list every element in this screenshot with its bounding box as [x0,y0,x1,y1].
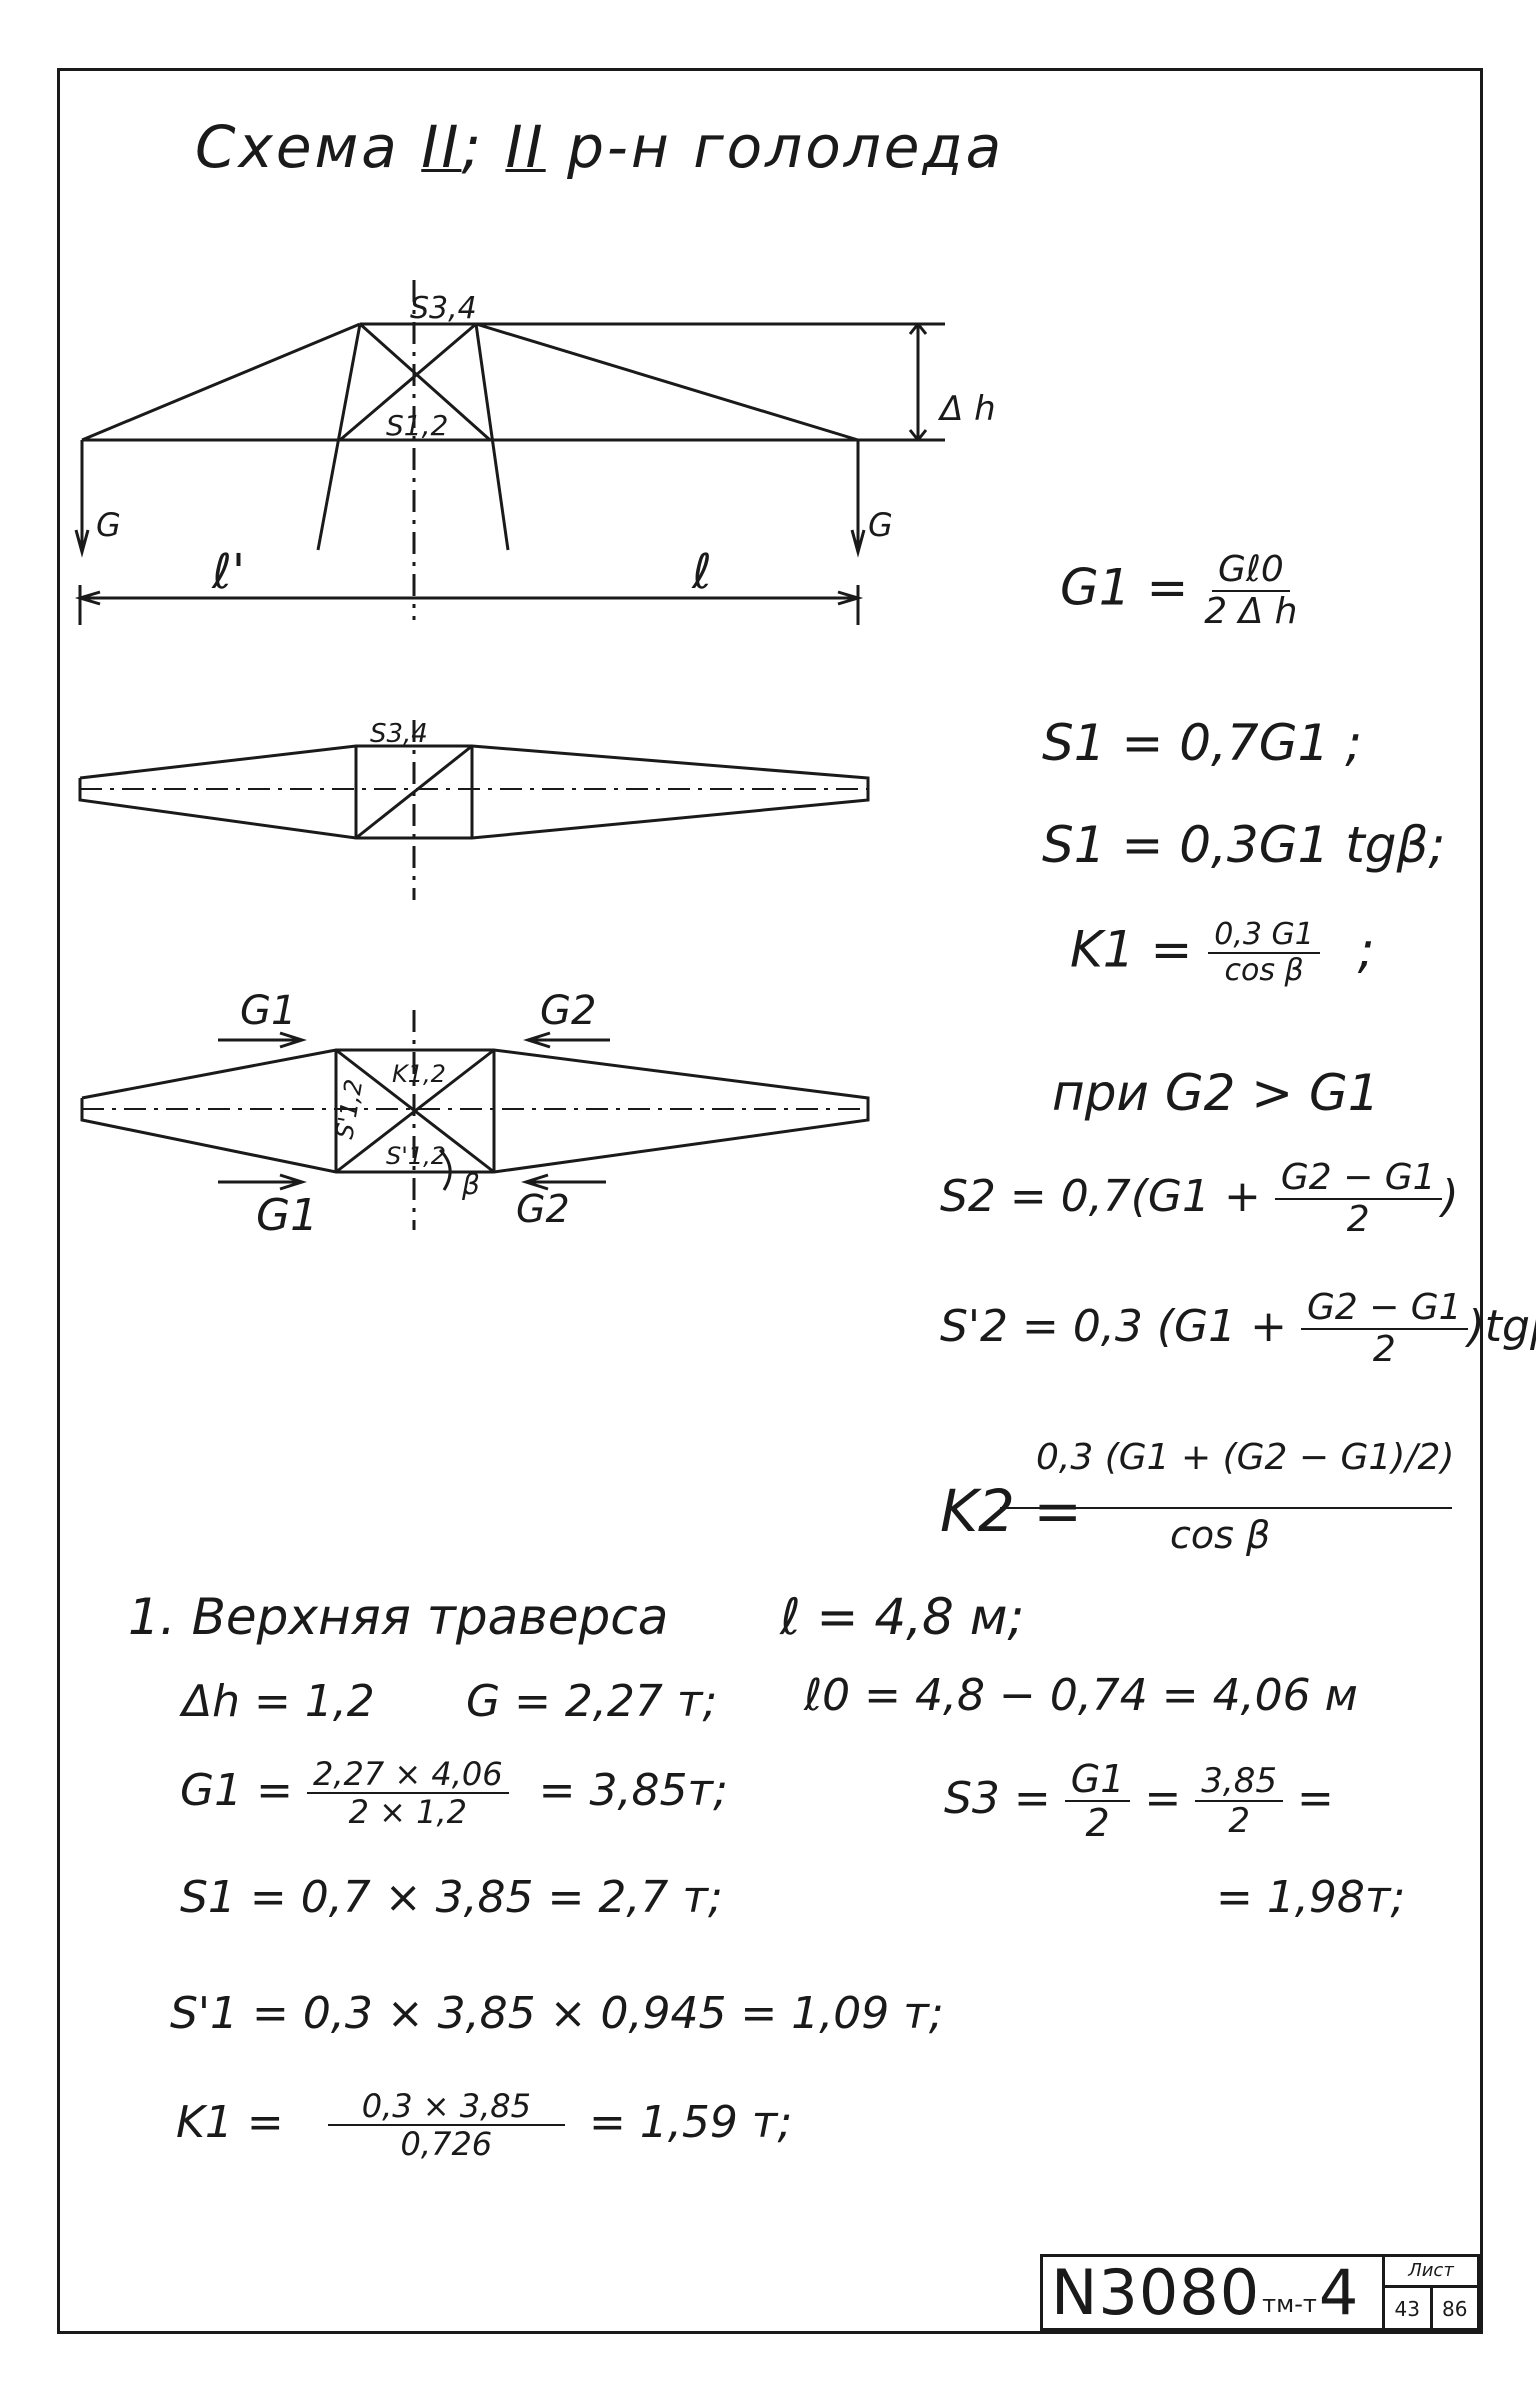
stamp-sheet-box: Лист 43 86 [1382,2257,1478,2330]
calc-l0: ℓ0 = 4,8 − 0,74 = 4,06 м [804,1670,1358,1721]
label-g1-top: G1 [240,988,296,1034]
label-k12: K1,2 [392,1060,446,1088]
label-s12-inner: S'1,2 [386,1142,446,1170]
formula-k2-den: cos β [1170,1513,1271,1557]
calc-g: G = 2,27 т; [466,1676,718,1727]
calc-s1: S1 = 0,7 × 3,85 = 2,7 т; [180,1872,723,1923]
formula-k2-lhs: K2 = [940,1477,1082,1545]
stamp-code: N3080 [1051,2256,1261,2329]
stamp-number: 4 [1318,2256,1359,2329]
page-title: Схема II; II р-н гололеда [195,113,1005,181]
title-block-stamp: N3080 тм-т 4 Лист 43 86 [1040,2254,1480,2331]
label-s34-plan: S3,4 [370,719,428,749]
formula-s2-prime: S'2 = 0,3 (G1 + G2 − G12)tgβ [940,1287,1536,1370]
label-s12-elevation: S1,2 [386,409,448,442]
stamp-document-number: N3080 тм-т 4 [1043,2257,1382,2328]
formula-s1-prime: S1 = 0,3G1 tgβ; [1042,816,1446,874]
calc-dh: Δh = 1,2 [182,1676,375,1727]
label-g2-bottom: G2 [516,1187,570,1231]
label-s34-elevation: S3,4 [410,291,477,326]
title-roman-2: II [505,113,546,181]
calc-s3-result: = 1,98т; [1216,1872,1406,1923]
label-span-left: ℓ' [211,544,245,600]
drawing-frame [57,68,1483,2334]
stamp-sheet-label: Лист [1385,2257,1477,2288]
condition-g2-gt-g1: при G2 > G1 [1052,1064,1380,1122]
label-load-right: G [868,506,893,544]
formula-s1: S1 = 0,7G1 ; [1042,714,1363,772]
label-g1-bottom: G1 [256,1190,318,1241]
label-load-left: G [96,506,121,544]
label-delta-h: Δ h [937,389,996,429]
label-span-right: ℓ [691,544,712,600]
label-g2-top: G2 [540,988,596,1034]
calc-heading: 1. Верхняя траверса [128,1588,669,1646]
calc-span: ℓ = 4,8 м; [780,1588,1025,1646]
label-beta: β [461,1168,480,1201]
stamp-sheet-number: 43 [1394,2297,1420,2321]
calc-s1-prime: S'1 = 0,3 × 3,85 × 0,945 = 1,09 т; [170,1988,944,2039]
formula-k2-num: 0,3 (G1 + (G2 − G1)/2) [1036,1437,1455,1478]
stamp-sheet-total: 86 [1429,2288,1478,2330]
stamp-suffix: тм-т [1262,2290,1317,2318]
title-roman: II [421,113,462,181]
